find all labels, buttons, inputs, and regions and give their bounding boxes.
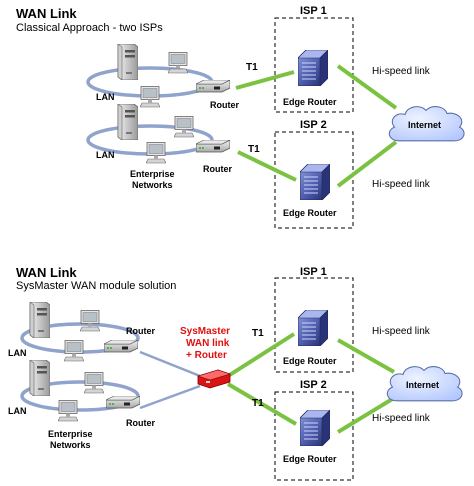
bottom-edge-router-label-1: Edge Router <box>283 356 337 366</box>
top-network-section: ISP 1 ISP 2 Edge Router Edge Router LAN … <box>86 5 465 229</box>
bottom-lan-label-2: LAN <box>8 406 27 416</box>
bottom-section-subtitle: SysMaster WAN module solution <box>16 280 177 292</box>
bottom-router-uplink-1 <box>139 350 201 378</box>
workstation-icon <box>174 116 194 138</box>
bottom-internet-label: Internet <box>406 380 439 390</box>
bottom-network-section: ISP 1 ISP 2 Edge Router Edge Router LAN … <box>8 266 463 481</box>
workstation-icon <box>64 340 84 362</box>
top-lan-label-2: LAN <box>96 150 115 160</box>
top-t1-label-1: T1 <box>246 62 258 73</box>
bottom-router-label-2: Router <box>126 418 155 428</box>
sysmaster-device-icon <box>197 369 231 389</box>
top-isp1-box <box>274 17 354 113</box>
sysmaster-label-line3: + Router <box>186 350 227 361</box>
workstation-icon <box>84 372 104 394</box>
workstation-icon <box>140 86 160 108</box>
top-edge-router-label-2: Edge Router <box>283 208 337 218</box>
bottom-hispeed-link-2 <box>336 396 396 434</box>
top-edge-router-label-1: Edge Router <box>283 97 337 107</box>
top-isp2-label: ISP 2 <box>300 119 327 131</box>
top-section-title: WAN Link <box>16 6 77 21</box>
edge-router-icon <box>298 50 328 86</box>
bottom-edge-router-label-2: Edge Router <box>283 454 337 464</box>
server-tower-icon <box>117 104 138 140</box>
top-hispeed-link-1 <box>336 64 398 110</box>
bottom-isp2-label: ISP 2 <box>300 379 327 391</box>
top-internet-label: Internet <box>408 120 441 130</box>
edge-router-icon <box>300 164 330 200</box>
bottom-enterprise-label-line2: Networks <box>50 440 91 450</box>
bottom-t1-label-2: T1 <box>252 398 264 409</box>
bottom-isp2-box <box>274 391 354 481</box>
sysmaster-label-line1: SysMaster <box>180 326 230 337</box>
top-isp1-label: ISP 1 <box>300 5 327 17</box>
top-enterprise-label-line1: Enterprise <box>130 169 175 179</box>
edge-router-icon <box>298 310 328 346</box>
top-hispeed-label-1: Hi-speed link <box>372 66 431 77</box>
bottom-t1-link-1 <box>226 332 296 378</box>
router-box-icon <box>106 396 140 409</box>
workstation-icon <box>58 400 78 422</box>
top-isp2-box <box>274 131 354 229</box>
top-enterprise-label-line2: Networks <box>132 180 173 190</box>
bottom-enterprise-label-line1: Enterprise <box>48 429 93 439</box>
top-lan-label-1: LAN <box>96 92 115 102</box>
bottom-hispeed-label-2: Hi-speed link <box>372 413 431 424</box>
server-tower-icon <box>29 302 50 338</box>
top-t1-link-2 <box>237 150 297 182</box>
top-t1-label-2: T1 <box>248 144 260 155</box>
bottom-isp1-label: ISP 1 <box>300 266 327 278</box>
top-hispeed-link-2 <box>336 140 398 188</box>
top-router-label-2: Router <box>203 164 232 174</box>
workstation-icon <box>80 310 100 332</box>
bottom-lan-label-1: LAN <box>8 348 27 358</box>
top-router-label-1: Router <box>210 100 239 110</box>
router-box-icon <box>196 140 230 153</box>
bottom-hispeed-link-1 <box>337 338 395 374</box>
bottom-t1-label-1: T1 <box>252 328 264 339</box>
bottom-section-title: WAN Link <box>16 265 77 280</box>
top-section-subtitle: Classical Approach - two ISPs <box>16 22 163 34</box>
bottom-t1-link-2 <box>226 382 298 426</box>
top-hispeed-label-2: Hi-speed link <box>372 179 431 190</box>
edge-router-icon <box>300 410 330 446</box>
bottom-router-uplink-2 <box>139 384 201 410</box>
workstation-icon <box>146 142 166 164</box>
top-t1-link-1 <box>235 70 295 90</box>
sysmaster-label-line2: WAN link <box>186 338 230 349</box>
workstation-icon <box>168 52 188 74</box>
bottom-hispeed-label-1: Hi-speed link <box>372 326 431 337</box>
server-tower-icon <box>29 360 50 396</box>
router-box-icon <box>196 80 230 93</box>
bottom-router-label-1: Router <box>126 326 155 336</box>
bottom-isp1-box <box>274 277 354 373</box>
server-tower-icon <box>117 44 138 80</box>
router-box-icon <box>104 340 138 353</box>
